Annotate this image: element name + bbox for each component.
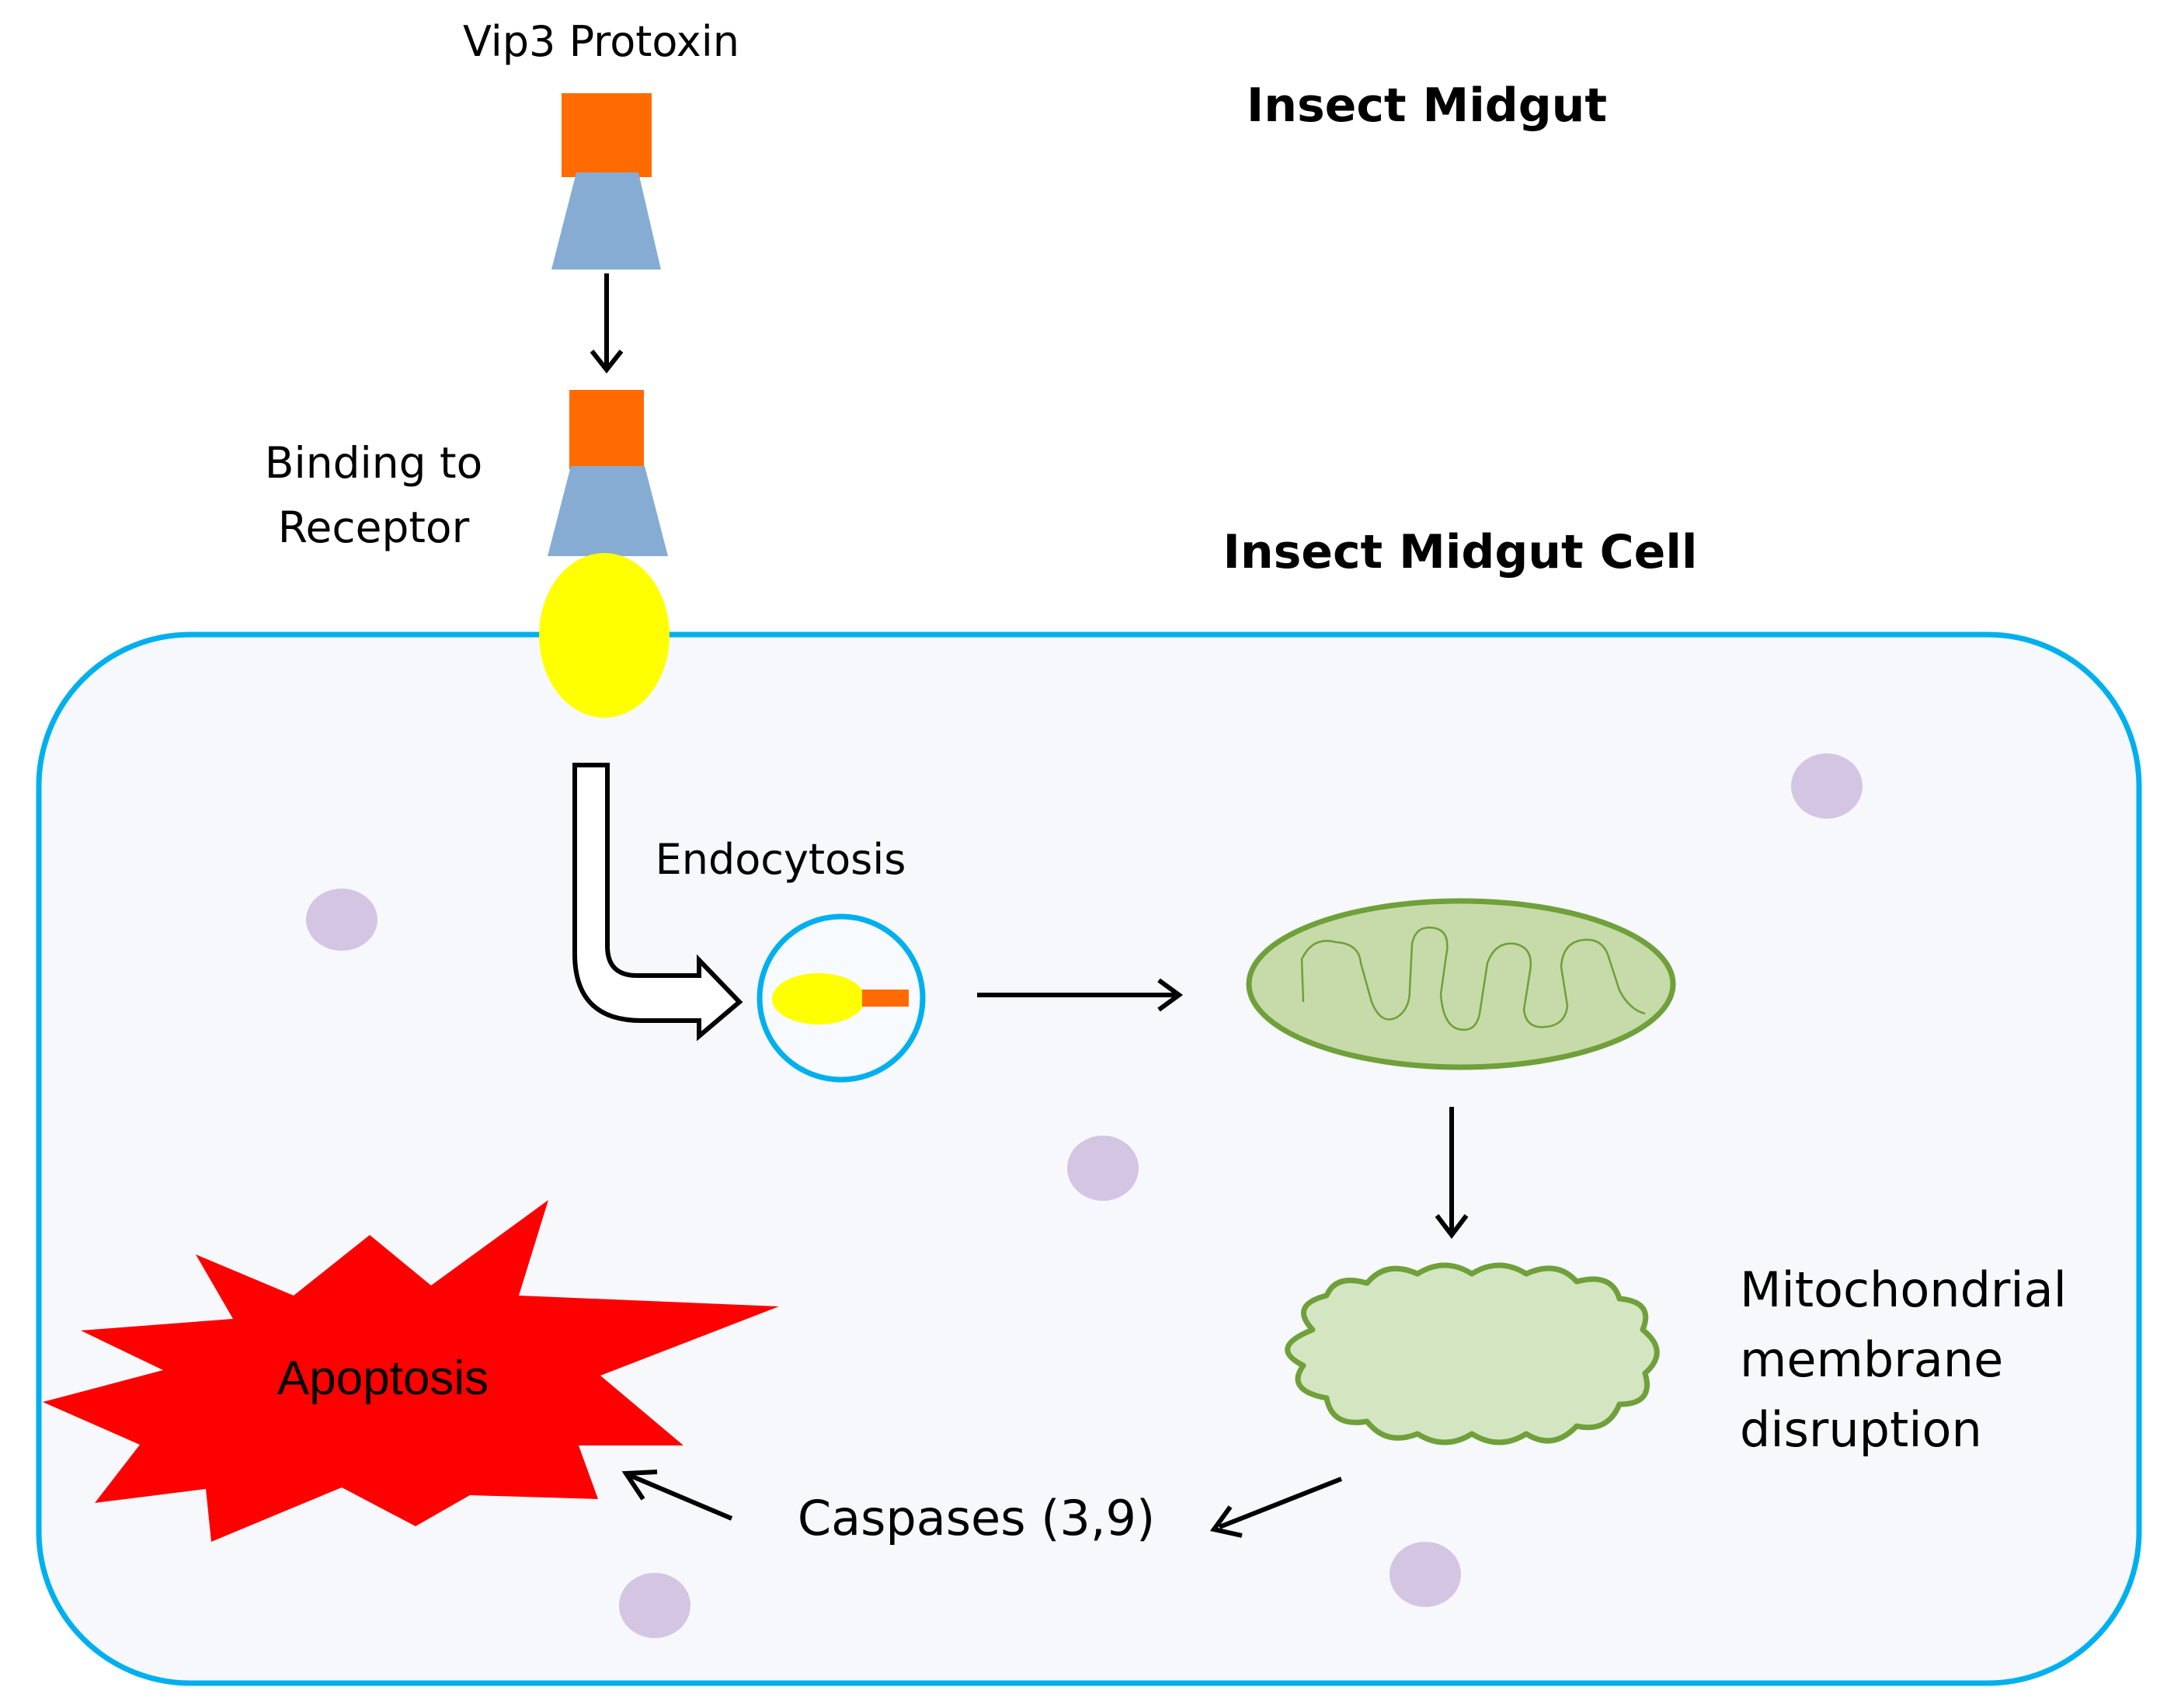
apoptosis-label: Apoptosis (277, 1351, 489, 1405)
protoxin-label: Vip3 Protoxin (463, 17, 739, 66)
endocytosis-label: Endocytosis (656, 835, 906, 884)
insect-midgut-label: Insect Midgut (1247, 78, 1607, 133)
mitochondrion-icon (1246, 898, 1676, 1070)
mito-label-line3: disruption (1740, 1401, 1982, 1458)
arrow-to-mitochondrion (977, 978, 1184, 1012)
arrow-to-disruption (1435, 1107, 1469, 1239)
binding-label-line2: Receptor (278, 503, 470, 552)
caspases-label: Caspases (3,9) (798, 1490, 1155, 1546)
disrupted-mitochondrion-icon (1285, 1262, 1660, 1445)
arrow-to-caspases (1209, 1477, 1343, 1538)
organelle-dot (619, 1573, 690, 1638)
bound-toxin-icon (548, 390, 668, 556)
arrow-down-to-receptor (590, 273, 624, 374)
mito-label-line2: membrane (1740, 1331, 2003, 1388)
endocytosis-arrow (572, 763, 743, 1042)
midgut-cell-label: Insect Midgut Cell (1223, 525, 1698, 579)
mito-label-line1: Mitochondrial (1740, 1261, 2067, 1318)
binding-label-line1: Binding to (265, 438, 483, 488)
apoptosis-starburst-icon (43, 1200, 779, 1542)
organelle-dot (1067, 1136, 1139, 1201)
vip3-protoxin-icon (551, 93, 661, 270)
organelle-dot (306, 889, 377, 951)
arrow-to-apoptosis (621, 1470, 733, 1521)
organelle-dot (1791, 753, 1863, 819)
receptor-icon (539, 553, 670, 718)
endocytic-vesicle (757, 913, 926, 1083)
organelle-dot (1390, 1542, 1461, 1607)
